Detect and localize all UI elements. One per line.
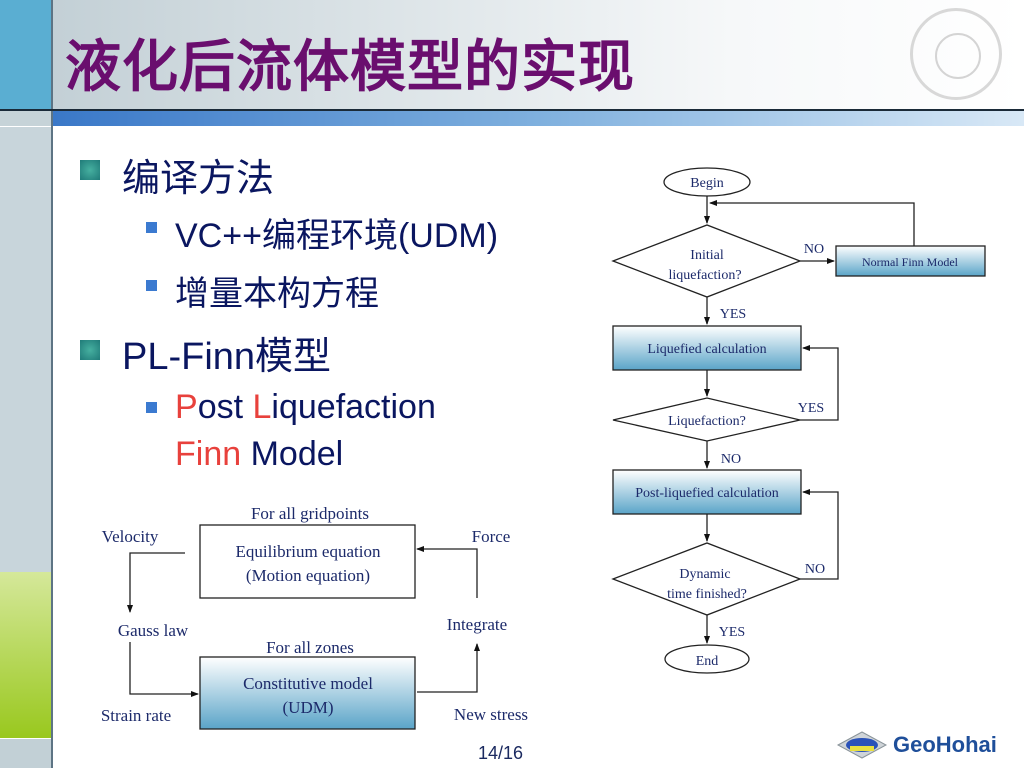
- geohohai-logo-icon: [836, 731, 888, 759]
- sidebar-gray: [0, 127, 51, 572]
- bullet-text: PL-Finn模型: [122, 336, 332, 378]
- arrow-velocity: [127, 552, 185, 613]
- sidebar-bottom: [0, 739, 51, 768]
- text-no: NO: [721, 452, 741, 467]
- post-calc-box: [612, 469, 802, 515]
- label-udm: (UDM): [283, 698, 334, 717]
- text-liquefaction: liquefaction?: [668, 268, 741, 283]
- sub-bullet-icon: [146, 402, 157, 413]
- sub-bullet-text: Post Liquefaction: [175, 388, 436, 427]
- slide-title: 液化后流体模型的实现: [65, 35, 635, 98]
- sub-bullet-text: VC++编程环境(UDM): [175, 217, 499, 255]
- label-strain-rate: Strain rate: [101, 706, 171, 725]
- vertical-divider: [51, 0, 53, 768]
- arrow-new-stress: [417, 643, 480, 693]
- label-zones: For all zones: [266, 638, 354, 657]
- sidebar-accent-top: [0, 0, 51, 109]
- label-velocity: Velocity: [102, 527, 159, 546]
- label-constitutive: Constitutive model: [243, 674, 373, 693]
- sidebar-band: [0, 111, 51, 126]
- university-seal-logo: [910, 8, 1002, 100]
- sub-bullet-text: 增量本构方程: [175, 275, 379, 313]
- liquefied-calc-box: [612, 325, 802, 371]
- bullet-text: 编译方法: [122, 158, 275, 200]
- page-number: 14/16: [478, 743, 524, 763]
- header-divider: [0, 109, 1024, 111]
- header-blue-bar: [53, 111, 1024, 126]
- geohohai-logo-text: GeoHohai: [893, 732, 997, 757]
- text-initial: Initial: [690, 248, 724, 263]
- normal-finn-box: [835, 245, 986, 277]
- text-part: Model: [241, 435, 344, 473]
- accent-letter: P: [175, 388, 198, 426]
- accent-letter: L: [252, 388, 272, 426]
- sub-bullet-icon: [146, 280, 157, 291]
- label-gauss-law: Gauss law: [118, 621, 189, 640]
- end-node: [664, 644, 750, 674]
- text-post-calc: Post-liquefied calculation: [635, 486, 778, 501]
- text-time-finished: time finished?: [667, 587, 747, 602]
- text-part: ost: [197, 388, 253, 426]
- label-gridpoints: For all gridpoints: [251, 504, 369, 523]
- arrow-strain-rate: [129, 642, 199, 697]
- text-yes: YES: [719, 625, 745, 640]
- header-background: [53, 0, 1024, 109]
- text-begin: Begin: [690, 176, 723, 191]
- sidebar-green: [0, 572, 51, 738]
- text-no: NO: [805, 562, 825, 577]
- label-equilibrium: Equilibrium equation: [236, 542, 381, 561]
- label-integrate: Integrate: [447, 615, 507, 634]
- arrow-force: [416, 546, 478, 598]
- bullet-square-icon: [80, 160, 100, 180]
- sub-bullet-text-cont: Finn Model: [175, 435, 343, 474]
- equilibrium-box: [199, 524, 416, 599]
- sub-bullet-icon: [146, 222, 157, 233]
- constitutive-box: [199, 656, 416, 730]
- text-yes: YES: [798, 401, 824, 416]
- text-dynamic: Dynamic: [679, 567, 730, 582]
- label-force: Force: [472, 527, 511, 546]
- accent-word: Finn: [175, 435, 242, 473]
- text-part: iquefaction: [271, 388, 436, 426]
- bullet-square-icon: [80, 340, 100, 360]
- text-normal-finn: Normal Finn Model: [862, 255, 959, 269]
- text-liquefied-calc: Liquefied calculation: [647, 342, 766, 357]
- text-no: NO: [804, 242, 824, 257]
- label-motion: (Motion equation): [246, 566, 370, 585]
- text-end: End: [696, 654, 719, 669]
- text-yes: YES: [720, 307, 746, 322]
- label-new-stress: New stress: [454, 705, 528, 724]
- text-liquefaction-q: Liquefaction?: [668, 414, 746, 429]
